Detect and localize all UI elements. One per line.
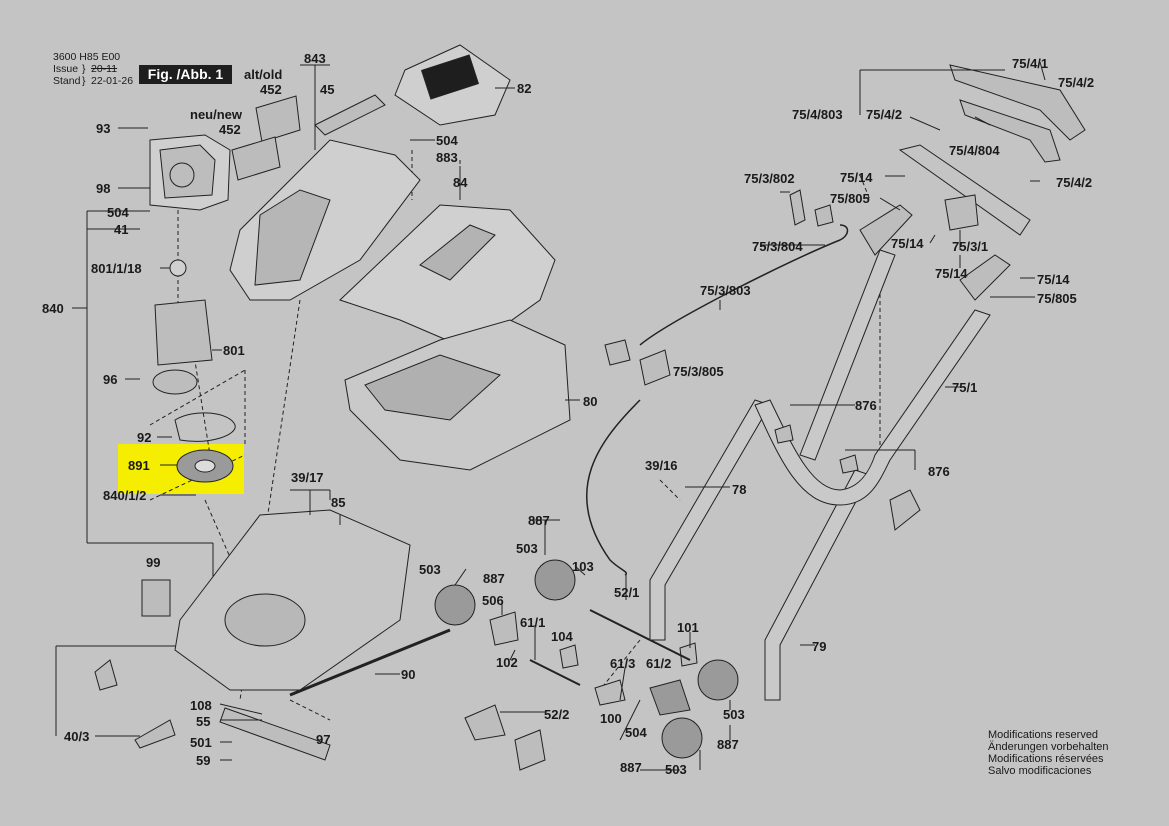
figure-label: Fig. /Abb. 1: [139, 65, 232, 84]
part-label-801-1-18: 801/1/18: [91, 261, 142, 276]
part-label-887-top: 887: [528, 513, 550, 528]
part-label-75-1: 75/1: [952, 380, 978, 395]
part-label-887-mid: 887: [483, 571, 505, 586]
stand-value: 22-01-26: [91, 75, 134, 87]
notice-line-de: Änderungen vorbehalten: [988, 741, 1109, 753]
stand-label: Stand: [53, 75, 81, 87]
part-label-85: 85: [331, 495, 346, 510]
part-label-101: 101: [677, 620, 699, 635]
modifications-notice: Modifications reserved Änderungen vorbeh…: [988, 729, 1108, 777]
part-label-78: 78: [732, 482, 747, 497]
issue-value: 20-11: [91, 63, 118, 75]
notice-line-en: Modifications reserved: [988, 729, 1099, 741]
part-label-843: 843: [304, 51, 326, 66]
part-label-61-3: 61/3: [610, 656, 636, 671]
issue-label: Issue: [53, 63, 79, 75]
part-label-75-3-803: 75/3/803: [700, 283, 751, 298]
part-label-84: 84: [453, 175, 468, 190]
part-label-102: 102: [496, 655, 518, 670]
part-label-75-4-2-top: 75/4/2: [1058, 75, 1095, 90]
part-label-79: 79: [812, 639, 827, 654]
part-label-41: 41: [114, 222, 129, 237]
part-label-52-2: 52/2: [544, 707, 570, 722]
part-label-887-bottom: 887: [620, 760, 642, 775]
part-label-503-bottom: 503: [665, 762, 687, 777]
part-label-39-17: 39/17: [291, 470, 324, 485]
part-label-503-mid: 503: [419, 562, 441, 577]
part-label-75-4-2-mid: 75/4/2: [866, 107, 903, 122]
part-label-90: 90: [401, 667, 416, 682]
issue-bracket: }: [82, 63, 86, 75]
part-label-75-14-top: 75/14: [840, 170, 873, 185]
part-label-80: 80: [583, 394, 598, 409]
part-label-75-4-804: 75/4/804: [949, 143, 1000, 158]
part-label-506: 506: [482, 593, 504, 608]
part-label-840-1-2: 840/1/2: [103, 488, 147, 503]
part-label-801: 801: [223, 343, 245, 358]
part-label-452-old: 452: [260, 82, 282, 97]
part-label-97: 97: [316, 732, 331, 747]
part-label-876-top: 876: [855, 398, 877, 413]
part-label-75-14-right: 75/14: [1037, 272, 1070, 287]
part-label-99: 99: [146, 555, 161, 570]
part-label-504-bottom: 504: [625, 725, 647, 740]
part-label-alt-old: alt/old: [244, 67, 283, 82]
part-label-75-3-1: 75/3/1: [952, 239, 989, 254]
part-label-39-16: 39/16: [645, 458, 678, 473]
part-label-75-14-mid: 75/14: [891, 236, 924, 251]
part-label-503-top: 503: [516, 541, 538, 556]
part-label-96: 96: [103, 372, 118, 387]
part-label-98: 98: [96, 181, 111, 196]
part-label-75-805-top: 75/805: [830, 191, 870, 206]
doc-number: 3600 H85 E00: [53, 51, 121, 63]
part-label-40-3: 40/3: [64, 729, 90, 744]
part-label-75-805-bottom: 75/805: [1037, 291, 1077, 306]
part-label-452-new: 452: [219, 122, 241, 137]
part-label-61-1: 61/1: [520, 615, 546, 630]
part-label-93: 93: [96, 121, 111, 136]
part-label-504-top: 504: [436, 133, 458, 148]
part-label-503-right: 503: [723, 707, 745, 722]
part-label-55: 55: [196, 714, 211, 729]
part-label-75-3-805: 75/3/805: [673, 364, 724, 379]
part-label-501: 501: [190, 735, 212, 750]
part-label-891: 891: [128, 458, 150, 473]
part-label-104: 104: [551, 629, 573, 644]
part-label-75-4-1: 75/4/1: [1012, 56, 1049, 71]
part-label-neu-new: neu/new: [190, 107, 243, 122]
part-label-45: 45: [320, 82, 335, 97]
notice-line-fr: Modifications réservées: [988, 753, 1104, 765]
part-label-75-3-804: 75/3/804: [752, 239, 803, 254]
part-label-52-1: 52/1: [614, 585, 640, 600]
part-label-504-left: 504: [107, 205, 129, 220]
part-label-883: 883: [436, 150, 458, 165]
part-label-75-4-2-right: 75/4/2: [1056, 175, 1093, 190]
part-label-887-right: 887: [717, 737, 739, 752]
part-label-82: 82: [517, 81, 532, 96]
part-label-75-3-802: 75/3/802: [744, 171, 795, 186]
part-label-75-14-bottom: 75/14: [935, 266, 968, 281]
part-label-59: 59: [196, 753, 211, 768]
notice-line-es: Salvo modificaciones: [988, 765, 1092, 777]
part-label-61-2: 61/2: [646, 656, 672, 671]
part-label-103: 103: [572, 559, 594, 574]
part-label-75-4-803: 75/4/803: [792, 107, 843, 122]
part-label-876-bottom: 876: [928, 464, 950, 479]
stand-bracket: }: [82, 75, 86, 87]
part-label-100: 100: [600, 711, 622, 726]
part-label-92: 92: [137, 430, 152, 445]
part-label-840: 840: [42, 301, 64, 316]
part-label-108: 108: [190, 698, 212, 713]
